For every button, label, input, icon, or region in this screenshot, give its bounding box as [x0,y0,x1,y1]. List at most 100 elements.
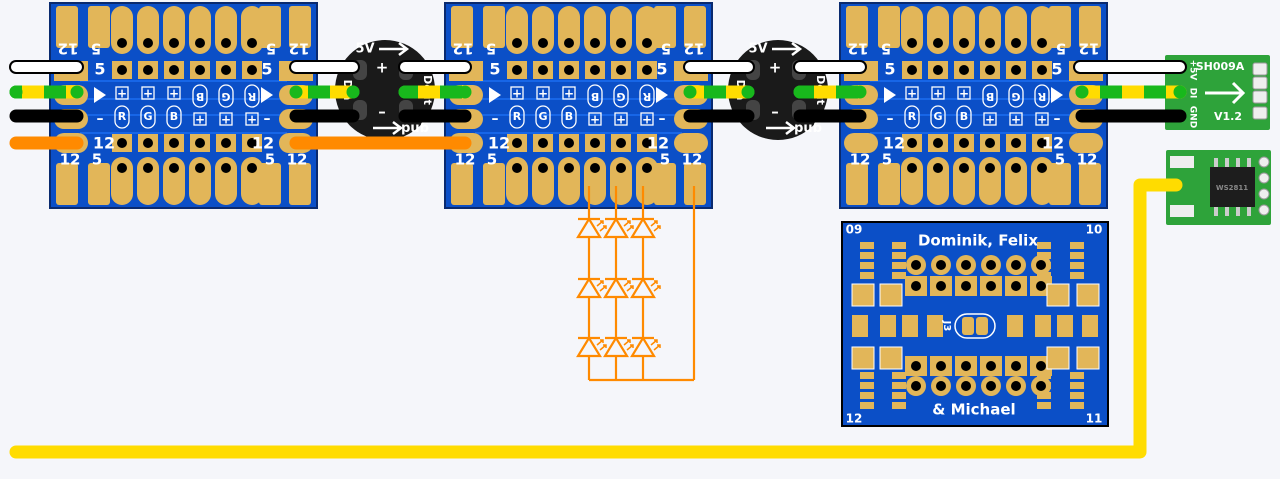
smd-large-pad [1076,283,1100,307]
drill-hole [221,163,231,173]
smd-pad [892,372,906,379]
color-mark: B [591,90,599,103]
smd-pad [860,402,874,409]
smd-pad [852,315,868,337]
plus-mark: + [1037,113,1047,127]
label-12: 12 [1079,40,1100,58]
color-marker [930,105,946,129]
drill-hole [936,260,946,270]
smd-pad [892,392,906,399]
module-pin [1258,188,1270,200]
plus-mark: + [247,113,257,127]
plus-mark: + [538,87,548,101]
plus-marker-icon [219,112,233,126]
smd-pad [1035,315,1051,337]
plus-mark: + [642,113,652,127]
color-marker [1008,84,1024,108]
smd-large-pad [1076,346,1100,370]
row-label-12: 12 [93,134,115,153]
label-12: 12 [850,151,871,169]
row-label-minus: – [1054,111,1061,127]
color-mark: G [1011,90,1020,103]
plus-mark: + [512,87,522,101]
drill-hole [143,65,153,75]
plus-marker-icon [588,112,602,126]
plus-marker-icon [957,86,971,100]
light-rays [650,339,661,351]
arrow-right-icon [772,42,803,56]
wire-data[interactable] [9,85,84,99]
drill-hole [195,138,205,148]
label-5: 5 [92,151,102,169]
oval-pad [636,6,658,54]
smd-pad [1070,242,1084,249]
corner-pad [289,163,311,205]
light-rays [650,280,661,292]
color-mark: B [170,110,178,123]
wire-data[interactable] [793,85,867,99]
label-12: 12 [682,151,703,169]
drill-hole [117,163,127,173]
plus-marker-icon [1035,112,1049,126]
label-5: 5 [266,40,276,58]
smd-pad [902,315,918,337]
color-mark: R [513,110,522,123]
plus-mark: + [169,87,179,101]
gnd-label: gnd [794,121,822,136]
color-mark: G [616,90,625,103]
drill-hole [1037,38,1047,48]
row-label-12: 12 [252,134,274,153]
drill-hole [1036,260,1046,270]
row-label-5: 5 [656,60,667,79]
color-marker [509,105,525,129]
color-marker [982,84,998,108]
corner-pad [451,6,473,48]
light-rays [650,220,661,232]
led-symbol-icon [576,276,607,299]
drill-hole [195,65,205,75]
data-arrow-icon [94,87,106,103]
oval-pad [1005,157,1027,205]
drill-hole [933,65,943,75]
wire-feed[interactable] [9,178,1183,459]
side-pad-right [674,133,708,153]
smd-large-pad [879,283,903,307]
drill-hole [986,361,996,371]
wire-data[interactable] [289,85,360,99]
led-array [576,186,696,382]
smd-large-pad [851,346,875,370]
drill-hole [512,163,522,173]
drill-hole [512,38,522,48]
plus-marker-icon [562,86,576,100]
jumper-pad [976,317,988,335]
color-mark: G [933,110,942,123]
wire-data[interactable] [683,85,755,99]
row-label-minus: – [264,111,271,127]
jumper-label: J3 [941,320,952,332]
drill-hole [642,38,652,48]
plus-mark: + [1011,113,1021,127]
plus-marker-icon [141,86,155,100]
drill-hole [985,138,995,148]
driver-module: WS2811 [1166,150,1271,225]
corner-pad [1079,163,1101,205]
wire-data[interactable] [1075,85,1187,99]
drill-hole [221,38,231,48]
drill-hole [1037,163,1047,173]
corner-label-11: 11 [1086,412,1103,426]
smd-pad [860,372,874,379]
wire-data[interactable] [398,85,472,99]
arrow-right-icon [766,121,797,135]
drill-hole [590,65,600,75]
drill-hole [936,281,946,291]
oval-pad [163,157,185,205]
row-label-minus: – [887,111,894,127]
plus-mark: + [143,87,153,101]
drill-hole [1011,138,1021,148]
color-mark: R [118,110,127,123]
drill-hole [959,65,969,75]
led-symbol-icon [630,216,661,239]
drill-hole [959,138,969,148]
data-arrow-icon [489,87,501,103]
